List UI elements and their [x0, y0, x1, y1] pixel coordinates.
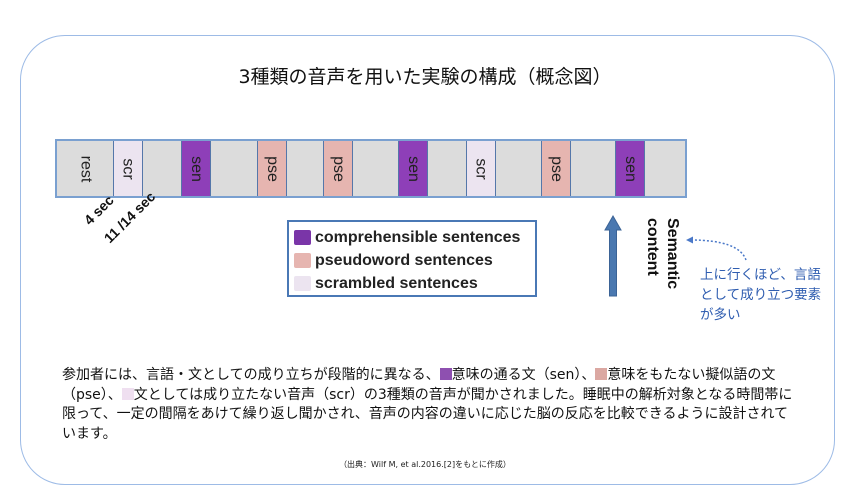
legend: comprehensible sentences pseudoword sent…	[287, 220, 537, 297]
up-arrow-icon	[604, 214, 622, 297]
pse-color-marker	[595, 368, 608, 380]
block-rest: rest	[62, 141, 109, 196]
block-pse: pse	[257, 141, 287, 196]
block-scr: scr	[466, 141, 496, 196]
dotted-arrow-icon	[686, 236, 747, 261]
legend-item-sen: comprehensible sentences	[294, 226, 535, 249]
block-scr: scr	[113, 141, 143, 196]
block-sen: sen	[398, 141, 428, 196]
timeline-bar: rest scr sen pse pse sen scr pse sen	[55, 139, 687, 198]
block-sen: sen	[181, 141, 211, 196]
source-citation: （出典：Wilf M, et al.2016.[2]をもとに作成）	[339, 460, 511, 469]
sen-color-marker	[439, 368, 452, 380]
page-title: 3種類の音声を用いた実験の構成（概念図）	[238, 66, 612, 88]
rounded-frame	[20, 35, 835, 485]
block-pse: pse	[323, 141, 353, 196]
description-text: 参加者には、言語・文としての成り立ちが段階的に異なる、意味の通る文（sen）、意…	[62, 367, 793, 442]
block-pse: pse	[541, 141, 571, 196]
block-sen: sen	[615, 141, 645, 196]
scr-color-marker	[121, 387, 134, 400]
annotation-note: 上に行くほど、言語として成り立つ要素が多い	[700, 267, 822, 323]
legend-item-pse: pseudoword sentences	[294, 249, 535, 272]
legend-item-scr: scrambled sentences	[294, 272, 535, 295]
